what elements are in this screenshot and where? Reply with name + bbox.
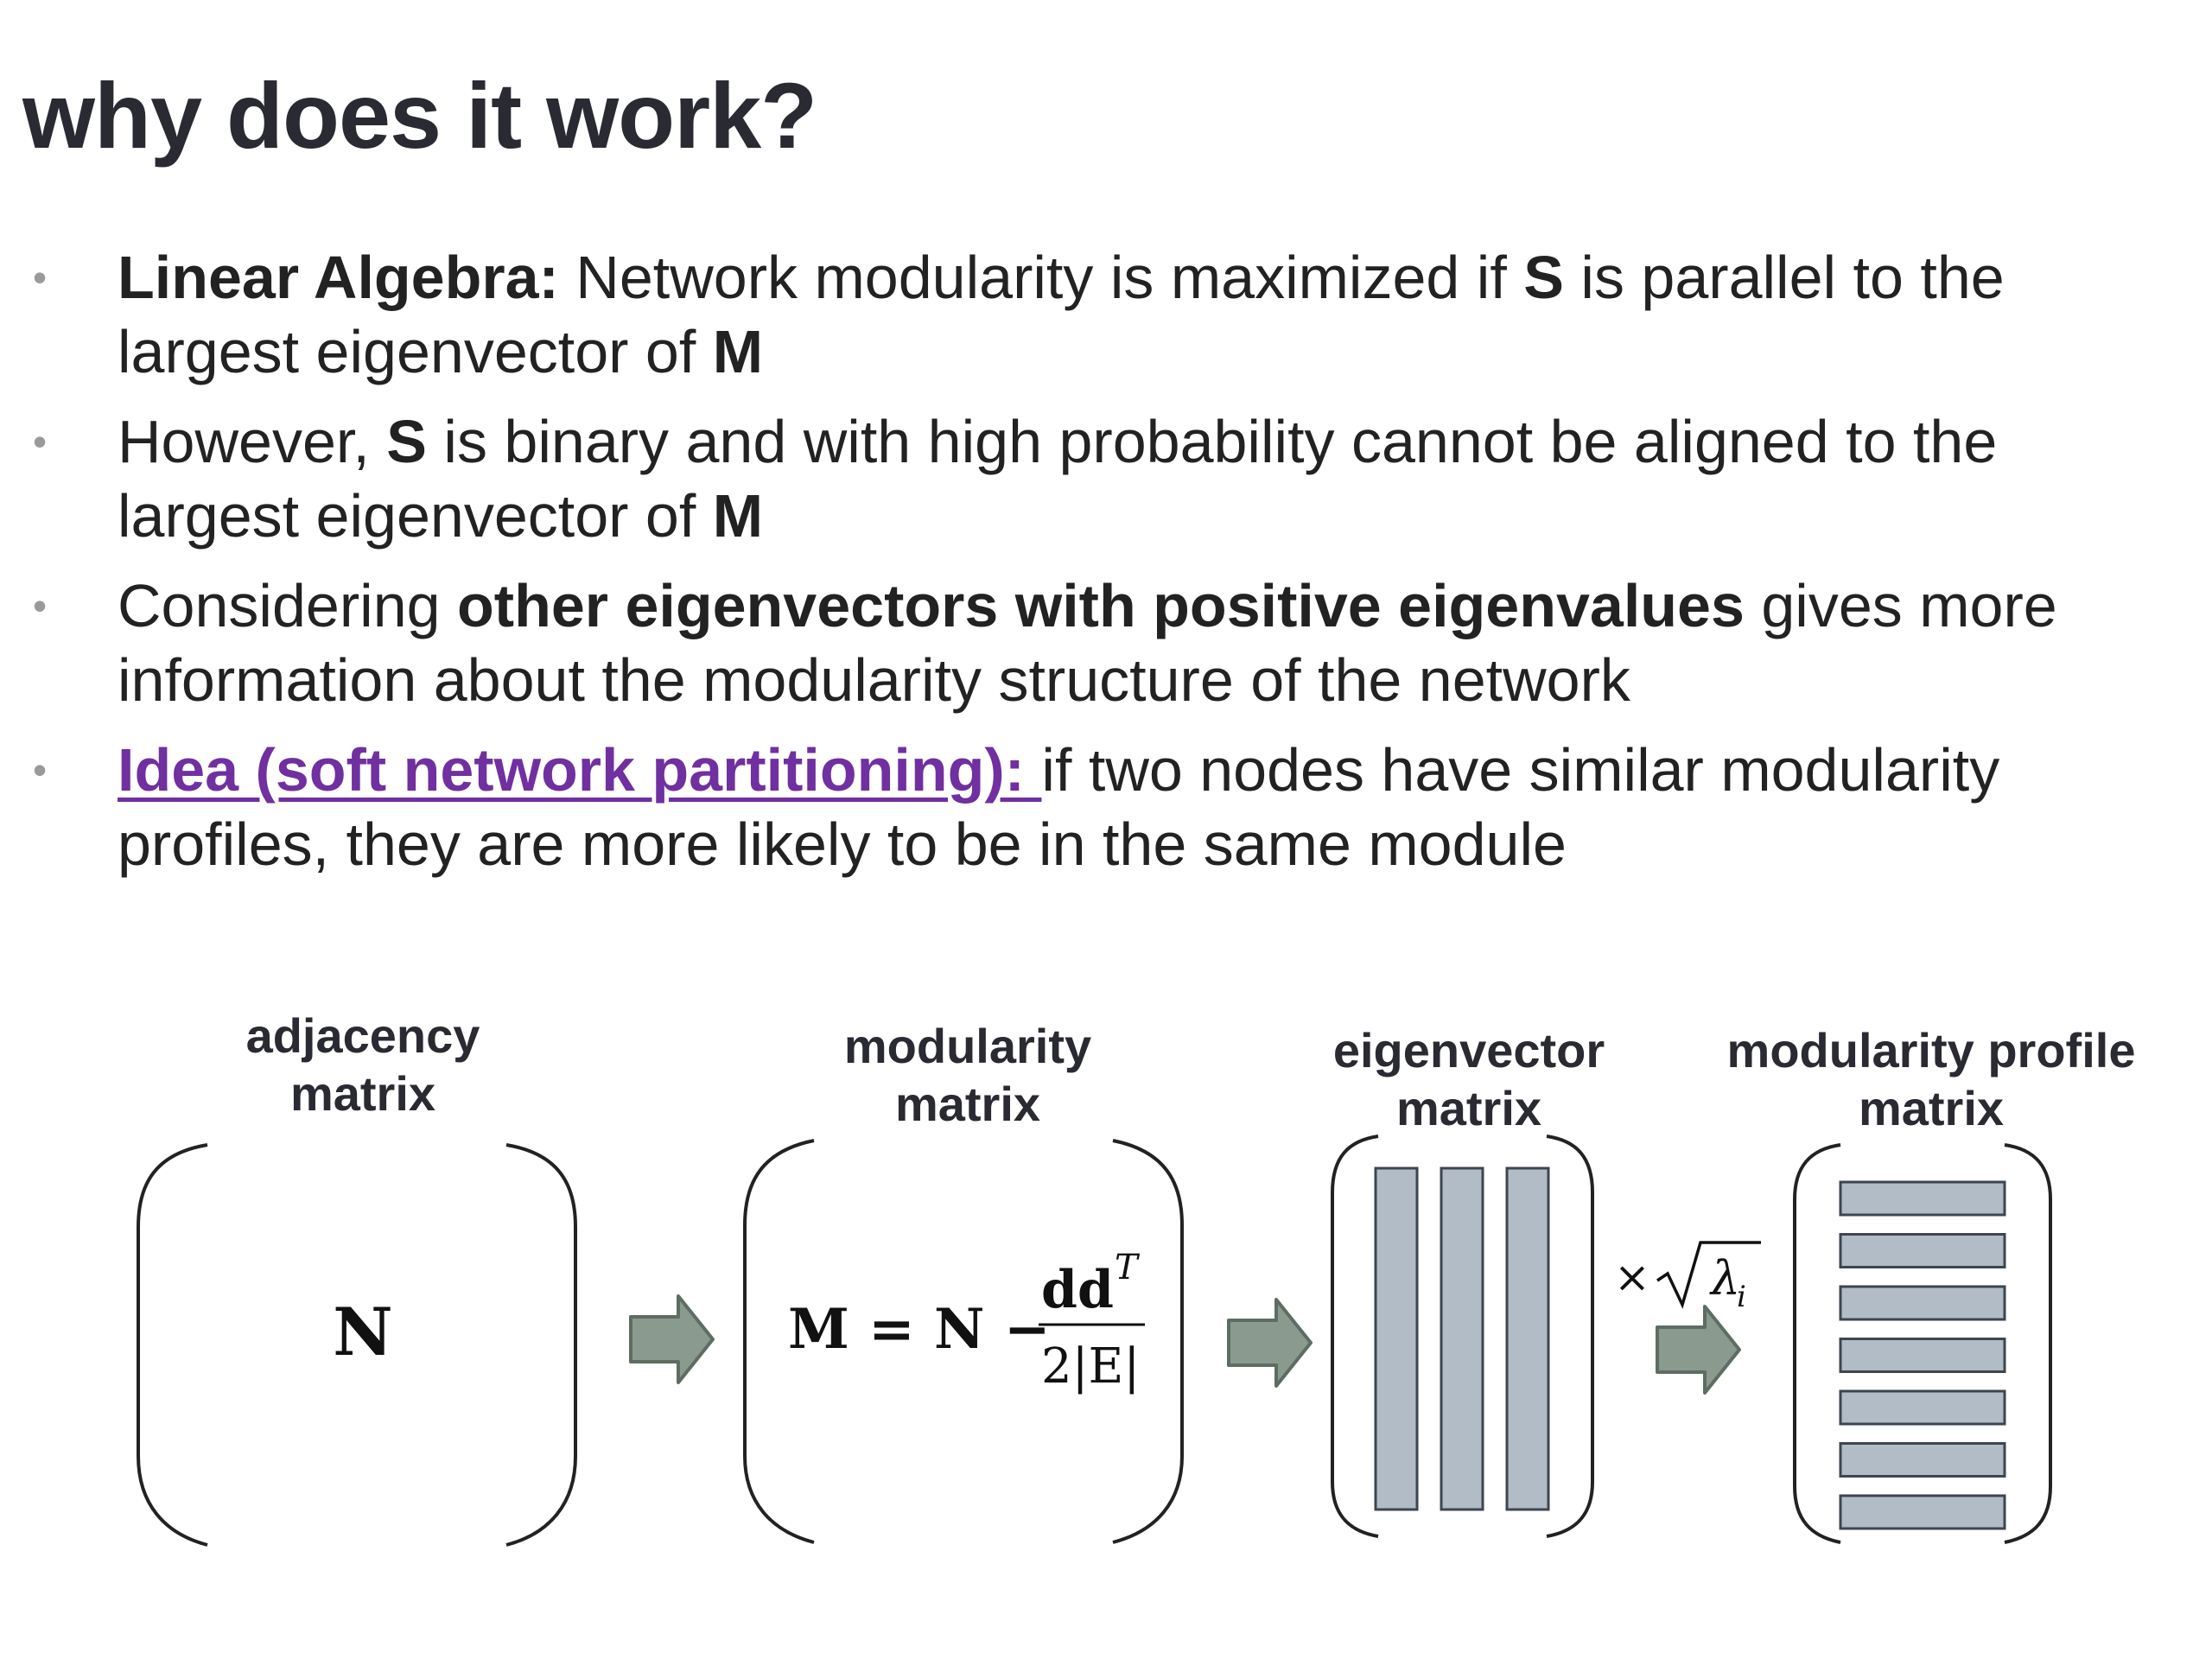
sqrt-lambda-multiplier: × λ i [1614,1241,1761,1314]
adjacency-label-line1: adjacency [246,1008,480,1063]
right-bracket [505,1143,577,1547]
equation-numerator: dd [1041,1260,1114,1320]
times-sign: × [1614,1252,1650,1302]
profile-label-line2: matrix [1859,1081,2004,1135]
profile-row [1839,1338,2006,1373]
eigenvector-column [1374,1166,1419,1511]
bullet-list: • Linear Algebra: Network modularity is … [0,240,2177,897]
bullet-dot-icon: • [33,255,48,300]
profile-row [1839,1285,2006,1321]
slide-title: why does it work? [22,63,817,168]
bullet-text: is binary and with high probability cann… [118,408,1998,550]
arrow-right-icon [1656,1305,1741,1395]
bullet-dot-icon: • [33,583,48,628]
symbol-s: S [1523,244,1564,311]
sqrt-icon [1656,1241,1761,1309]
adjacency-label-line2: matrix [290,1066,435,1121]
profile-row [1839,1180,2006,1217]
right-bracket [1546,1135,1594,1538]
pipeline-svg: adjacency matrix N modularity matrix M =… [137,1008,2136,1547]
symbol-s: S [386,408,427,475]
idea-link[interactable]: Idea (soft network partitioning): [118,736,1042,804]
left-bracket [743,1139,815,1544]
eigenvector-column [1505,1166,1550,1511]
profile-rows [1839,1180,2006,1530]
bullet-considering: • Considering other eigenvectors with po… [0,569,2177,717]
profile-block: modularity profile matrix [1727,1023,2136,1544]
arrow-right-icon [1227,1298,1313,1388]
bullet-dot-icon: • [33,747,48,792]
modularity-block: modularity matrix M = N − dd T 2|E| [743,1019,1184,1544]
eigenvector-columns [1374,1166,1550,1511]
pipeline-diagram: adjacency matrix N modularity matrix M =… [0,985,2212,1590]
bullet-linear-algebra: • Linear Algebra: Network modularity is … [0,240,2177,389]
symbol-m: M [712,318,764,385]
bullet-text: if two nodes have similar modularity pro… [118,736,2000,878]
lambda-symbol: λ [1709,1251,1740,1306]
adjacency-block: adjacency matrix N [137,1008,577,1547]
profile-row [1839,1389,2006,1426]
profile-row [1839,1494,2006,1530]
bullet-text: gives more information about the modular… [118,572,2057,714]
left-bracket [137,1143,208,1547]
eigenvector-block: eigenvector matrix [1331,1023,1605,1538]
left-bracket [1331,1135,1379,1538]
eigenvector-label-line2: matrix [1396,1081,1541,1135]
eigenvector-label-line1: eigenvector [1333,1023,1605,1077]
modularity-label-line2: matrix [895,1077,1040,1131]
arrow-right-icon [629,1294,715,1384]
bullet-text: is parallel to the largest eigenvector o… [118,244,2005,385]
equation-numerator-sup: T [1115,1248,1141,1287]
bullet-text: Considering [118,572,457,639]
symbol-m: M [712,482,764,550]
profile-row [1839,1442,2006,1478]
bullet-text: However, [118,408,387,475]
bullet-however: • However, S is binary and with high pro… [0,404,2177,553]
bullet-heading: Linear Algebra: [118,244,559,311]
adjacency-symbol: N [333,1294,392,1370]
bullet-text: Network modularity is maximized if [558,244,1524,311]
bullet-dot-icon: • [33,419,48,464]
equation-denominator: 2|E| [1041,1338,1140,1395]
right-bracket [1112,1139,1184,1544]
right-bracket [2004,1143,2052,1544]
profile-row [1839,1233,2006,1268]
profile-label-line1: modularity profile [1727,1023,2136,1077]
modularity-label-line1: modularity [844,1019,1091,1073]
bullet-emphasis: other eigenvectors with positive eigenva… [457,572,1745,639]
bullet-idea: • Idea (soft network partitioning): if t… [0,733,2177,881]
lambda-subscript: i [1737,1280,1746,1314]
eigenvector-column [1440,1166,1484,1511]
equation-lhs: M = N − [788,1297,1050,1362]
left-bracket [1793,1143,1841,1544]
